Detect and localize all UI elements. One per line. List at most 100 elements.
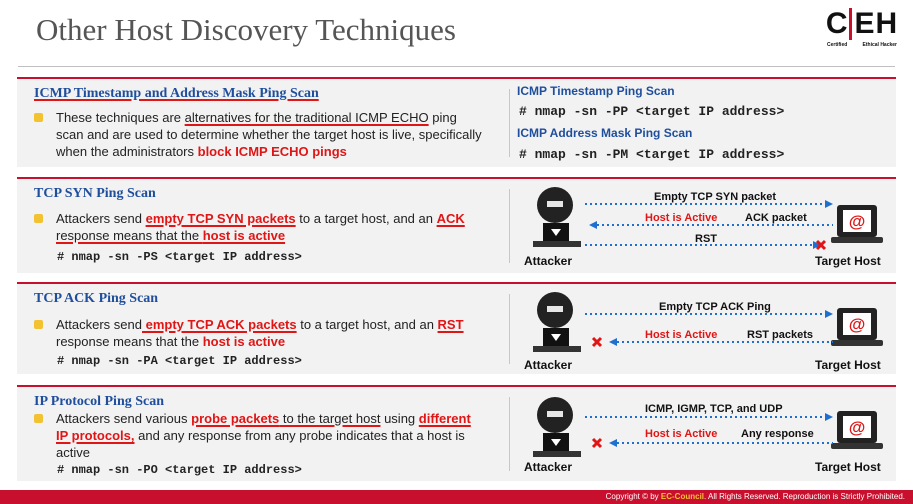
syn-diagram: @ Empty TCP SYN packet Host is Active AC… bbox=[517, 179, 887, 273]
text-highlight: different IP protocols, bbox=[56, 411, 471, 443]
panel-description: These techniques are alternatives for th… bbox=[34, 109, 486, 160]
text-part: These techniques are bbox=[56, 110, 185, 125]
logo-divider bbox=[849, 8, 853, 40]
footer-suffix: . All Rights Reserved. Reproduction is S… bbox=[704, 492, 905, 501]
arrow-label-active: Host is Active bbox=[645, 212, 718, 224]
text-part: to the target host bbox=[279, 411, 381, 426]
text-part: response means that the bbox=[56, 334, 203, 349]
x-mark-icon bbox=[591, 437, 603, 449]
attacker-label: Attacker bbox=[524, 254, 573, 268]
panel-ip-protocol: IP Protocol Ping Scan Attackers send var… bbox=[17, 385, 896, 481]
text-part: to a target host, and an bbox=[296, 317, 438, 332]
target-laptop-icon: @ bbox=[831, 205, 883, 243]
arrow-label: ICMP, IGMP, TCP, and UDP bbox=[645, 403, 783, 415]
panel-title: TCP ACK Ping Scan bbox=[34, 291, 159, 306]
bullet-icon bbox=[34, 113, 43, 122]
logo-certified: Certified bbox=[827, 42, 848, 48]
panel-icmp-timestamp: ICMP Timestamp and Address Mask Ping Sca… bbox=[17, 77, 896, 167]
panel-divider bbox=[509, 89, 510, 157]
text-highlight: empty TCP SYN packets bbox=[145, 211, 296, 226]
attacker-label: Attacker bbox=[524, 358, 573, 372]
arrow-head-left bbox=[589, 221, 597, 229]
ceh-logo: C EH Certified Ethical Hacker bbox=[825, 6, 899, 54]
arrow-label: ACK packet bbox=[745, 212, 807, 224]
arrow-label: RST packets bbox=[747, 329, 814, 341]
bullet-icon bbox=[34, 414, 43, 423]
panel-divider bbox=[509, 189, 510, 263]
text-part: Attackers send bbox=[56, 317, 142, 332]
text-highlight: empty TCP ACK packets bbox=[142, 317, 297, 332]
ip-protocol-diagram: @ ICMP, IGMP, TCP, and UDP Host is Activ… bbox=[517, 387, 887, 481]
hacker-icon bbox=[533, 292, 581, 352]
arrow-label-active: Host is Active bbox=[645, 428, 718, 440]
text-highlight: RST bbox=[437, 317, 464, 332]
page-title: Other Host Discovery Techniques bbox=[36, 12, 456, 47]
address-mask-label: ICMP Address Mask Ping Scan bbox=[517, 126, 693, 140]
x-mark-icon bbox=[815, 239, 827, 251]
attacker-label: Attacker bbox=[524, 460, 573, 474]
panel-description: Attackers send various probe packets to … bbox=[34, 410, 486, 461]
text-highlight: host is active bbox=[202, 228, 286, 243]
target-host-label: Target Host bbox=[815, 254, 881, 268]
arrow-head-left bbox=[609, 439, 617, 447]
bullet-icon bbox=[34, 320, 43, 329]
svg-text:@: @ bbox=[849, 315, 866, 334]
text-part: ping scan and are used to determine whet… bbox=[56, 110, 482, 159]
header-rule bbox=[18, 66, 895, 67]
arrow-label: Any response bbox=[741, 428, 814, 440]
timestamp-label: ICMP Timestamp Ping Scan bbox=[517, 84, 675, 98]
arrow-label: Empty TCP SYN packet bbox=[654, 191, 777, 203]
logo-c: C bbox=[825, 7, 848, 40]
ack-diagram-graphic: @ bbox=[533, 292, 883, 352]
bullet-icon bbox=[34, 214, 43, 223]
text-part: and any response from any probe indicate… bbox=[56, 428, 465, 460]
panel-tcp-ack: TCP ACK Ping Scan Attackers send empty T… bbox=[17, 282, 896, 374]
nmap-command: # nmap -sn -PA <target IP address> bbox=[57, 354, 302, 368]
panel-divider bbox=[509, 397, 510, 471]
hacker-icon bbox=[533, 187, 581, 247]
panel-description: Attackers send empty TCP SYN packets to … bbox=[34, 210, 486, 244]
svg-text:@: @ bbox=[849, 418, 866, 437]
target-host-label: Target Host bbox=[815, 460, 881, 474]
x-mark-icon bbox=[591, 336, 603, 348]
text-part: using bbox=[380, 411, 419, 426]
panel-title: ICMP Timestamp and Address Mask Ping Sca… bbox=[34, 86, 319, 101]
text-part: Attackers send various bbox=[56, 411, 192, 426]
address-mask-command: # nmap -sn -PM <target IP address> bbox=[519, 147, 785, 162]
timestamp-command: # nmap -sn -PP <target IP address> bbox=[519, 104, 785, 119]
hacker-icon bbox=[533, 397, 581, 457]
panel-title: TCP SYN Ping Scan bbox=[34, 186, 156, 201]
logo-eh: EH bbox=[854, 7, 899, 40]
text-part: response means that the bbox=[56, 228, 203, 243]
text-highlight: probe packets bbox=[191, 411, 280, 426]
text-part: to a target host, and an bbox=[295, 211, 437, 226]
panel-title: IP Protocol Ping Scan bbox=[34, 394, 165, 409]
syn-diagram-graphic: @ bbox=[533, 187, 883, 251]
panel-divider bbox=[509, 294, 510, 364]
nmap-command: # nmap -sn -PO <target IP address> bbox=[57, 463, 302, 477]
arrow-head-right bbox=[825, 413, 833, 421]
copyright-footer: Copyright © by EC-Council. All Rights Re… bbox=[0, 490, 913, 504]
arrow-label-active: Host is Active bbox=[645, 329, 718, 341]
svg-text:@: @ bbox=[849, 212, 866, 231]
ip-protocol-diagram-graphic: @ bbox=[533, 397, 883, 457]
arrow-head-left bbox=[609, 338, 617, 346]
text-highlight: ACK bbox=[436, 211, 465, 226]
panel-description: Attackers send empty TCP ACK packets to … bbox=[34, 316, 486, 350]
footer-brand: EC-Council bbox=[660, 492, 705, 501]
footer-prefix: Copyright © by bbox=[605, 492, 661, 501]
target-laptop-icon: @ bbox=[831, 308, 883, 346]
logo-ethical-hacker: Ethical Hacker bbox=[862, 42, 897, 48]
panel-tcp-syn: TCP SYN Ping Scan Attackers send empty T… bbox=[17, 177, 896, 273]
nmap-command: # nmap -sn -PS <target IP address> bbox=[57, 250, 302, 264]
ack-diagram: @ Empty TCP ACK Ping Host is Active RST … bbox=[517, 284, 887, 374]
text-part: Attackers send bbox=[56, 211, 146, 226]
target-host-label: Target Host bbox=[815, 358, 881, 372]
arrow-head-right bbox=[825, 310, 833, 318]
target-laptop-icon: @ bbox=[831, 411, 883, 449]
arrow-head-right bbox=[825, 200, 833, 208]
arrow-head-right bbox=[813, 241, 821, 249]
text-highlight: host is active bbox=[202, 334, 286, 349]
text-part: alternatives for the traditional ICMP EC… bbox=[184, 110, 429, 125]
text-highlight: block ICMP ECHO pings bbox=[197, 144, 347, 159]
